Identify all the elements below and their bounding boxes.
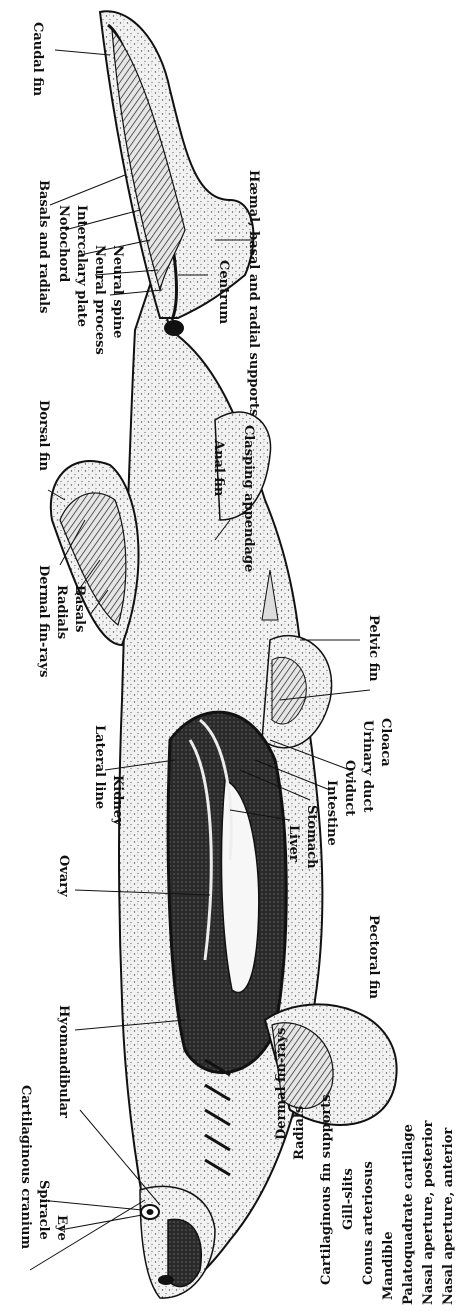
label-intestine: Intestine (324, 780, 339, 846)
label-urinary-duct: Urinary duct (360, 720, 375, 812)
label-spiracle: Spiracle (36, 1180, 51, 1240)
label-cloaca: Cloaca (378, 718, 393, 767)
label-centrum: Centrum (216, 260, 231, 324)
label-haemal-supports: Hæmal, basal and radial supports (246, 170, 261, 416)
label-palatoquadrate-cartilage: Palatoquadrate cartilage (401, 1124, 416, 1305)
label-dermal-fin-rays-dorsal: Dermal fin-rays (36, 565, 51, 677)
label-stomach: Stomach (304, 805, 319, 869)
pupil-shape (147, 1209, 154, 1215)
label-nasal-aperture-posterior: Nasal aperture, posterior (421, 1120, 436, 1305)
label-gill-slits: Gill-slits (341, 1168, 356, 1230)
label-caudal-fin: Caudal fin (30, 22, 45, 97)
label-nasal-aperture-anterior: Nasal aperture, anterior (441, 1128, 456, 1305)
label-cartilaginous-fin-supports: Cartilaginous fin supports (319, 1094, 334, 1285)
label-neural-spine: Neural spine (110, 245, 125, 338)
label-lateral-line: Lateral line (92, 725, 107, 809)
label-pectoral-fin: Pectoral fin (366, 915, 381, 999)
label-anal-fin: Anal fin (211, 439, 226, 497)
label-pelvic-fin: Pelvic fin (366, 615, 381, 682)
label-notochord: Notochord (56, 205, 71, 282)
label-hyomandibular: Hyomandibular (56, 1005, 71, 1118)
centrum-shape (164, 320, 184, 336)
label-eye: Eye (54, 1215, 69, 1241)
label-kidney: Kidney (110, 775, 125, 826)
label-neural-process: Neural process (92, 245, 107, 355)
label-cartilaginous-cranium: Cartilaginous cranium (18, 1085, 33, 1249)
label-oviduct: Oviduct (342, 760, 357, 816)
label-basals-radials: Basals and radials (36, 180, 51, 313)
nostril-shape (158, 1275, 174, 1285)
label-basals-dorsal: Basals (72, 585, 87, 632)
label-clasping-appendage: Clasping appendage (241, 425, 256, 572)
label-conus-arteriosus: Conus arteriosus (361, 1161, 376, 1285)
label-radials-pectoral: Radials (292, 1106, 307, 1160)
label-mandible: Mandible (381, 1231, 396, 1300)
label-dermal-fin-rays-pectoral: Dermal fin-rays (274, 1028, 289, 1140)
label-radials-dorsal: Radials (54, 585, 69, 639)
label-ovary: Ovary (56, 855, 71, 897)
label-dorsal-fin: Dorsal fin (36, 400, 51, 471)
label-liver: Liver (286, 825, 301, 862)
label-intercalary-plate: Intercalary plate (74, 205, 89, 327)
